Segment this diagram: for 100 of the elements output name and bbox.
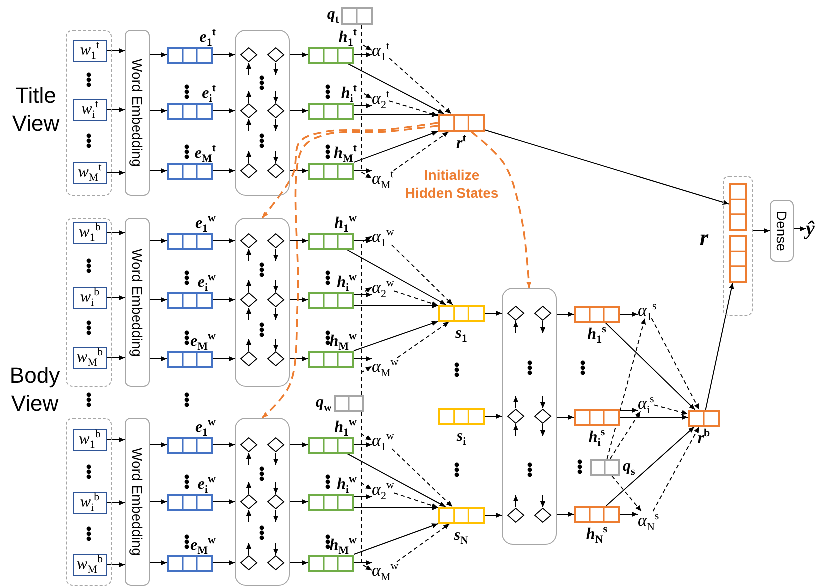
dashed-arrow <box>397 322 450 358</box>
arrow <box>354 168 372 174</box>
view-label: Title View <box>11 82 61 137</box>
arrow <box>606 426 696 506</box>
arrow <box>150 297 168 303</box>
arrow <box>106 437 126 443</box>
vector-cells <box>308 162 354 180</box>
dashed-arrow <box>393 132 450 172</box>
arrow <box>212 52 236 58</box>
dashed-arrow <box>391 244 454 306</box>
vector-cells <box>308 292 354 308</box>
vector-cells <box>308 46 354 64</box>
arrow <box>106 230 126 236</box>
arrow <box>484 310 502 316</box>
vector-cells <box>574 409 620 426</box>
vector-cells <box>167 436 213 454</box>
arrow <box>212 297 236 303</box>
vector-cells <box>167 554 213 572</box>
arrow <box>212 238 236 244</box>
variable-label: s$_{i}$ <box>456 429 466 445</box>
arrow <box>354 52 372 58</box>
dashed-arrow <box>392 448 454 508</box>
recurrent-layer-box <box>235 218 290 387</box>
dashed-arrow <box>389 58 452 114</box>
arrow <box>106 107 126 113</box>
dashed-arrow <box>394 492 438 508</box>
dashed-arrow <box>389 100 438 117</box>
dashed-arrow <box>362 24 372 179</box>
vector-cells <box>574 506 620 523</box>
arrow <box>556 512 574 518</box>
arrow <box>212 499 236 505</box>
variable-label: s$_{1}$ <box>456 326 468 342</box>
vector-cells <box>438 408 485 425</box>
arrow <box>354 303 438 309</box>
arrow <box>354 494 372 500</box>
dashed-arrow <box>394 290 438 306</box>
dashed-group-frame <box>66 418 112 586</box>
arrow <box>354 524 439 556</box>
vector-cells <box>167 232 213 250</box>
arrow <box>484 414 502 420</box>
arrow <box>346 63 445 114</box>
arrow <box>290 168 308 174</box>
recurrent-layer-box <box>502 288 557 545</box>
vector-cells <box>167 162 213 180</box>
arrow <box>106 500 126 506</box>
vector-cells <box>688 410 720 427</box>
recurrent-layer-box <box>235 30 290 196</box>
arrow <box>150 52 168 58</box>
view-label: Body View <box>8 362 62 417</box>
embedding-layer-box: Word Embedding <box>125 418 150 586</box>
dashed-arrow <box>652 426 700 512</box>
arrow <box>150 168 168 174</box>
arrow <box>150 499 168 505</box>
vector-cells <box>729 235 747 283</box>
vector-cells <box>574 306 620 323</box>
vector-cells <box>167 102 213 120</box>
embedding-layer-box: Word Embedding <box>125 218 150 387</box>
arrow <box>212 168 236 174</box>
arrow <box>354 131 438 164</box>
arrow <box>354 356 372 362</box>
arrow <box>752 228 770 234</box>
arrow <box>620 408 638 414</box>
curved-dashed-arrow <box>262 125 438 419</box>
arrow <box>290 297 308 303</box>
arrow <box>212 442 236 448</box>
arrow <box>354 442 372 448</box>
dashed-arrow <box>362 366 372 396</box>
vector-cells <box>308 494 354 510</box>
arrow <box>556 312 574 318</box>
dashed-arrow <box>651 318 700 410</box>
dashed-arrow <box>606 318 646 460</box>
vector-cells <box>167 350 213 368</box>
variable-label: r$^{b}$ <box>698 431 710 447</box>
dashed-arrow <box>362 412 372 571</box>
arrow <box>354 238 372 244</box>
vector-cells <box>308 436 354 454</box>
arrow <box>150 560 168 566</box>
arrow <box>620 414 688 420</box>
arrow <box>290 356 308 362</box>
arrow <box>150 108 168 114</box>
arrow <box>354 103 372 109</box>
embedding-layer-box: Word Embedding <box>125 30 150 196</box>
arrow <box>150 238 168 244</box>
arrow <box>106 170 126 176</box>
curved-dashed-arrow <box>470 131 532 288</box>
arrow <box>106 295 126 301</box>
vector-cells <box>167 292 213 308</box>
recurrent-layer-box <box>235 418 290 586</box>
arrow <box>620 312 638 318</box>
arrow <box>212 356 236 362</box>
vector-cells <box>167 494 213 510</box>
arrow <box>106 355 126 361</box>
variable-label: s$_{N}$ <box>454 528 469 544</box>
dashed-arrow <box>396 524 450 562</box>
vector-cells <box>308 554 354 572</box>
arrow <box>354 505 438 511</box>
arrow <box>354 321 438 352</box>
arrow <box>354 560 372 566</box>
arrow <box>290 442 308 448</box>
vector-cells <box>590 459 620 476</box>
